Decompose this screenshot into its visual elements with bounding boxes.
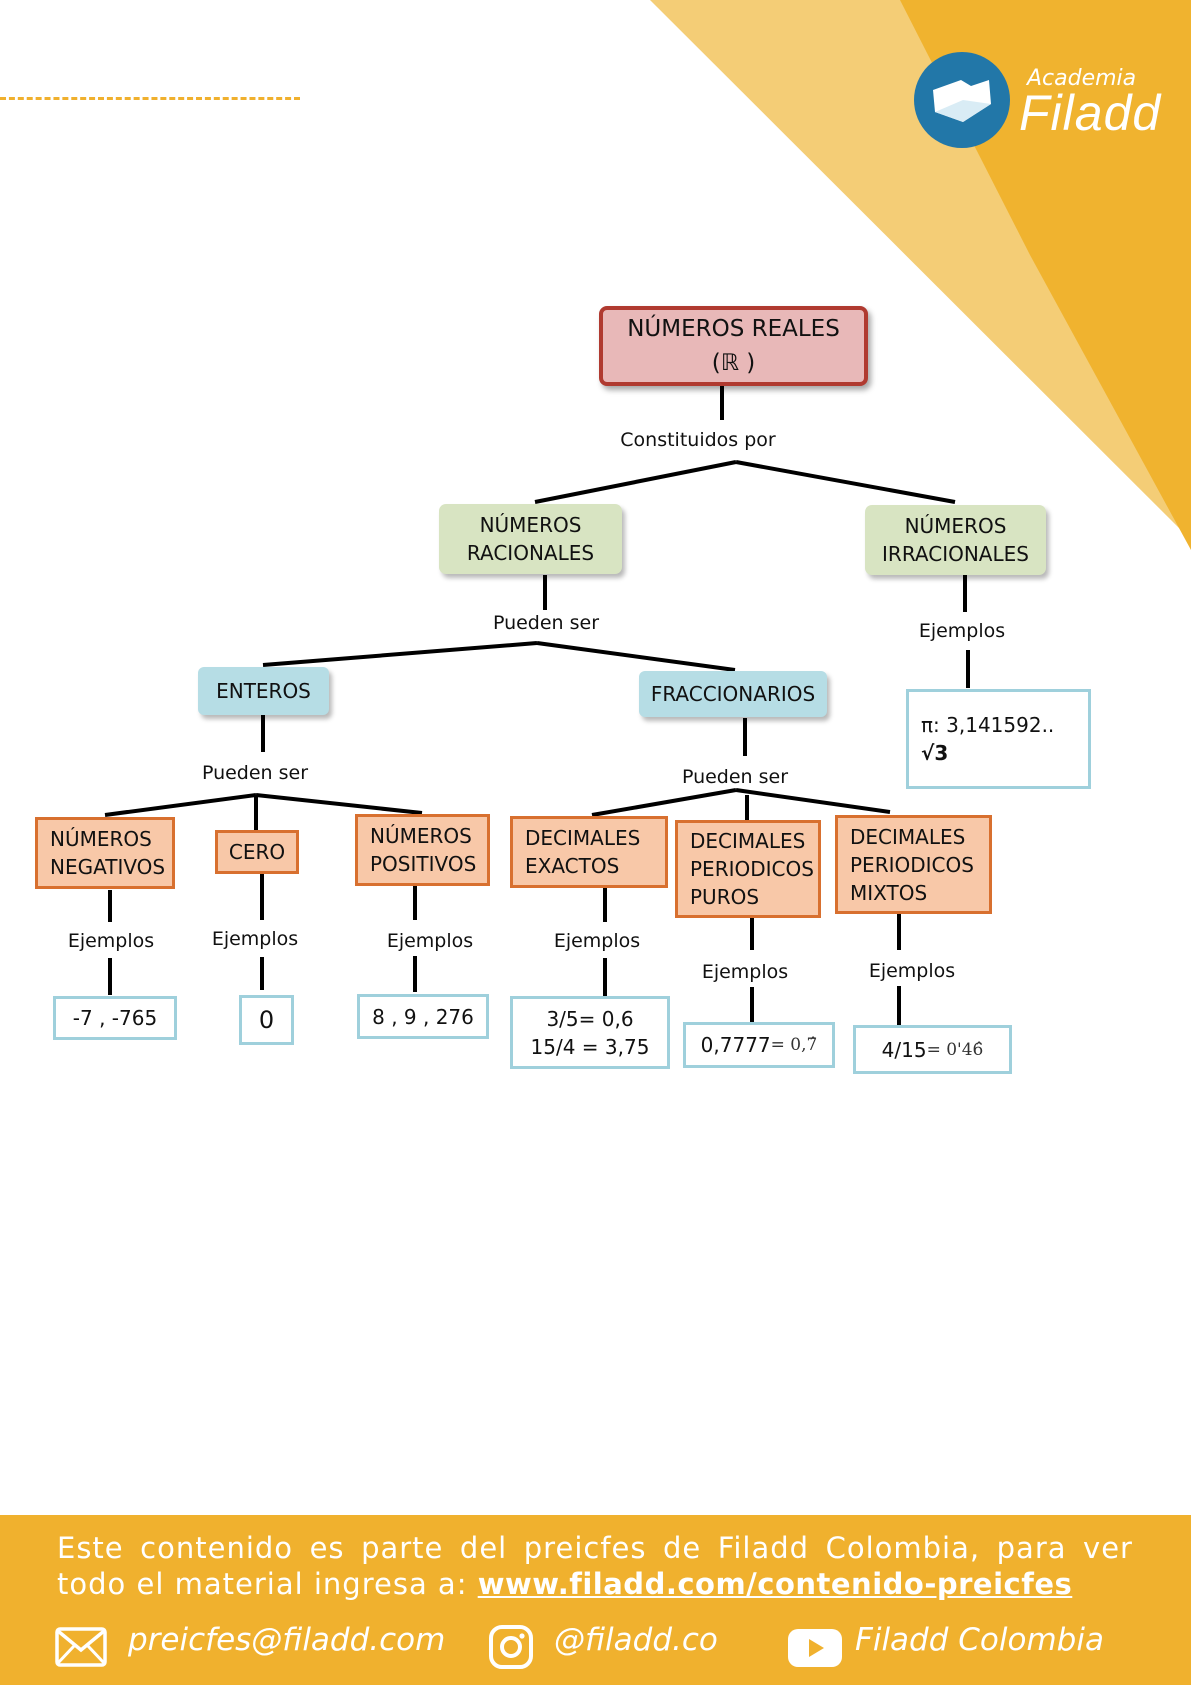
node-decimales-periodicos-puros: DECIMALES PERIODICOS PUROS (675, 820, 821, 918)
example-negativos: -7 , -765 (53, 996, 177, 1040)
example-sqrt3: √3 (921, 741, 949, 765)
youtube-icon (788, 1629, 842, 1667)
mail-icon (55, 1627, 107, 1667)
node-fraccionarios: FRACCIONARIOS (639, 671, 827, 717)
connector (536, 641, 736, 672)
footer (0, 1515, 1191, 1685)
example-mixtos-main: 4/15 (881, 1037, 927, 1062)
example-puros-periodic: = 0,7̂ (770, 1035, 818, 1055)
root-title: NÚMEROS REALES (627, 316, 840, 342)
connector (104, 793, 257, 817)
label-ejemplos: Ejemplos (553, 930, 641, 952)
example-decimales-exactos: 3/5= 0,6 15/4 = 3,75 (510, 996, 670, 1069)
label-pueden-ser-racionales: Pueden ser (492, 612, 600, 634)
footer-instagram[interactable]: @filadd.co (554, 1622, 718, 1658)
footer-youtube[interactable]: Filadd Colombia (855, 1622, 1104, 1658)
label-pueden-ser-enteros: Pueden ser (201, 762, 309, 784)
label-ejemplos-irracionales: Ejemplos (918, 620, 1006, 642)
dashed-divider (0, 97, 300, 100)
node-numeros-reales: NÚMEROS REALES (ℝ ) (599, 306, 868, 386)
logo-academia-text: Academia (1027, 66, 1137, 91)
connector (255, 793, 423, 815)
label-ejemplos: Ejemplos (386, 930, 474, 952)
node-cero: CERO (215, 830, 299, 874)
example-decimales-puros: 0,7777 = 0,7̂ (683, 1022, 835, 1068)
instagram-icon (489, 1625, 533, 1669)
label-ejemplos: Ejemplos (868, 960, 956, 982)
example-irracionales: π: 3,141592.. √3 (906, 689, 1091, 789)
label-constituidos-por: Constituidos por (620, 429, 776, 451)
logo (914, 52, 1010, 148)
example-mixtos-periodic: = 0'46̂ (926, 1039, 984, 1060)
node-numeros-positivos: NÚMEROS POSITIVOS (355, 814, 490, 886)
footer-description: Este contenido es parte del preicfes de … (57, 1531, 1133, 1601)
footer-email[interactable]: preicfes@filadd.com (128, 1622, 446, 1658)
footer-link[interactable]: www.filadd.com/contenido-preicfes (477, 1567, 1073, 1601)
example-cero: 0 (239, 995, 294, 1045)
label-ejemplos: Ejemplos (211, 928, 299, 950)
folder-icon (933, 80, 991, 122)
connector (262, 641, 538, 667)
node-enteros: ENTEROS (198, 667, 329, 715)
node-decimales-exactos: DECIMALES EXACTOS (510, 816, 668, 888)
root-symbol: (ℝ ) (711, 350, 756, 376)
node-numeros-negativos: NÚMEROS NEGATIVOS (35, 817, 175, 889)
example-puros-main: 0,7777 (700, 1033, 771, 1057)
footer-text: Este contenido es parte del preicfes de … (57, 1530, 1133, 1602)
example-pi: π: 3,141592.. (921, 713, 1055, 737)
logo-brand-text: Filadd (1019, 85, 1162, 141)
node-numeros-racionales: NÚMEROS RACIONALES (439, 504, 622, 574)
connector (534, 460, 737, 504)
connector (591, 788, 737, 817)
node-decimales-periodicos-mixtos: DECIMALES PERIODICOS MIXTOS (835, 815, 992, 914)
connector (735, 460, 956, 504)
label-pueden-ser-fraccionarios: Pueden ser (681, 766, 789, 788)
label-ejemplos: Ejemplos (701, 961, 789, 983)
example-decimales-mixtos: 4/15 = 0'46̂ (853, 1025, 1012, 1074)
example-positivos: 8 , 9 , 276 (357, 994, 489, 1039)
node-numeros-irracionales: NÚMEROS IRRACIONALES (865, 505, 1046, 575)
connector (735, 788, 891, 814)
label-ejemplos: Ejemplos (67, 930, 155, 952)
